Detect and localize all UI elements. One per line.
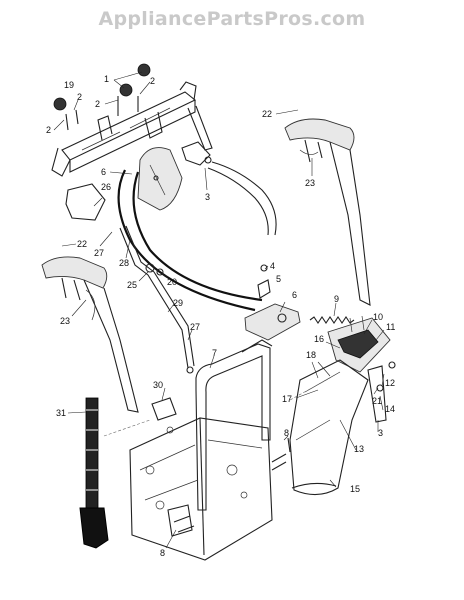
screws-top — [65, 96, 139, 131]
callout-3: 3 — [205, 192, 210, 202]
callout-2: 2 — [150, 76, 155, 86]
callout-6: 6 — [292, 290, 297, 300]
right-handle — [284, 118, 371, 306]
auger-housing — [129, 417, 273, 561]
callout-31: 31 — [56, 408, 66, 418]
left-handle — [41, 256, 139, 413]
upper-handle-assembly — [51, 81, 197, 177]
callout-5: 5 — [276, 274, 281, 284]
callout-26: 26 — [101, 182, 111, 192]
callout-22: 22 — [77, 239, 87, 249]
callout-20: 20 — [167, 277, 177, 287]
knob-black — [137, 63, 151, 77]
lever-rods — [119, 225, 195, 374]
chute-crank — [244, 264, 301, 341]
bolts — [173, 437, 291, 533]
discharge-chute — [289, 359, 369, 496]
knob-black — [119, 83, 133, 97]
lower-handle-frame — [195, 339, 273, 511]
clamp — [151, 397, 177, 421]
callout-1: 1 — [104, 74, 109, 84]
callout-22: 22 — [262, 109, 272, 119]
callout-2: 2 — [46, 125, 51, 135]
auger-shaft — [79, 397, 109, 549]
callout-27: 27 — [94, 248, 104, 258]
bracket — [65, 183, 106, 221]
callout-10: 10 — [373, 312, 383, 322]
watermark: AppliancePartsPros.com — [98, 8, 366, 30]
callout-25: 25 — [127, 280, 137, 290]
callout-2: 2 — [95, 99, 100, 109]
nut — [388, 361, 396, 369]
callout-8: 8 — [284, 428, 289, 438]
callout-labels: 1 2 2 2 2 19 22 6 3 23 26 27 22 28 25 20… — [46, 74, 395, 558]
callout-21: 21 — [372, 396, 382, 406]
callout-28: 28 — [119, 258, 129, 268]
callout-23: 23 — [60, 316, 70, 326]
callout-15: 15 — [350, 484, 360, 494]
callout-7: 7 — [212, 348, 217, 358]
shift-plate — [137, 147, 183, 211]
callout-27: 27 — [190, 322, 200, 332]
callout-2: 2 — [77, 92, 82, 102]
callout-18: 18 — [306, 350, 316, 360]
callout-9: 9 — [334, 294, 339, 304]
callout-13: 13 — [354, 444, 364, 454]
assembly-lines — [103, 377, 331, 437]
callout-11: 11 — [386, 322, 395, 332]
callout-4: 4 — [270, 261, 275, 271]
callout-29: 29 — [173, 298, 183, 308]
washer — [376, 384, 384, 392]
callout-12: 12 — [385, 378, 395, 388]
upper-lever — [181, 105, 213, 166]
callout-8: 8 — [160, 548, 165, 558]
chute-deflector — [327, 315, 391, 373]
callout-6: 6 — [101, 167, 106, 177]
callout-30: 30 — [153, 380, 163, 390]
callout-16: 16 — [314, 334, 324, 344]
knob-black — [53, 97, 67, 111]
chute-bracket — [367, 365, 387, 423]
callout-14: 14 — [385, 404, 395, 414]
callout-3: 3 — [378, 428, 383, 438]
spring — [309, 316, 355, 324]
callout-17: 17 — [282, 394, 292, 404]
leader-lines — [53, 71, 385, 549]
callout-19: 19 — [64, 80, 74, 90]
callout-23: 23 — [305, 178, 315, 188]
